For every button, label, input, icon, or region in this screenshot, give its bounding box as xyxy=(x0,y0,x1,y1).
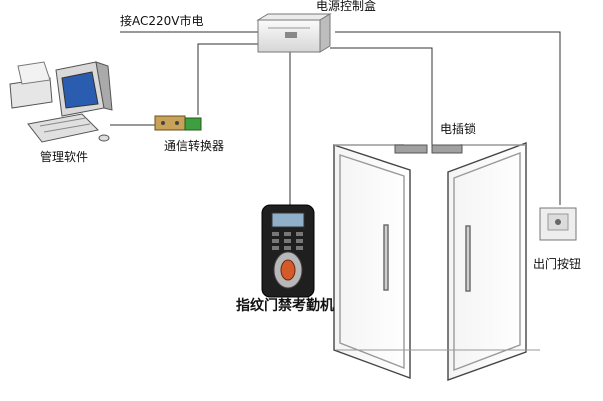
converter-label: 通信转换器 xyxy=(164,139,225,153)
exit-button xyxy=(539,207,577,241)
fingerprint-terminal-label: 指纹门禁考勤机 xyxy=(236,298,334,314)
computer xyxy=(9,61,113,143)
converter-wire xyxy=(197,43,258,115)
converter xyxy=(154,115,202,131)
power-box xyxy=(256,13,332,53)
door-left xyxy=(333,144,411,380)
exit-button-label: 出门按钮 xyxy=(533,257,582,271)
electric-lock-label: 电插锁 xyxy=(440,122,477,136)
exit-button-wire xyxy=(335,31,561,205)
lock-wire xyxy=(330,47,433,145)
fingerprint-terminal xyxy=(261,204,315,298)
wiring xyxy=(110,31,561,205)
ac-input-label: 接AC220V市电 xyxy=(120,14,204,28)
door-right xyxy=(447,141,527,381)
management-software-label: 管理软件 xyxy=(40,150,89,164)
electric-lock xyxy=(394,144,463,154)
power-box-label: 电源控制盒 xyxy=(316,0,377,13)
